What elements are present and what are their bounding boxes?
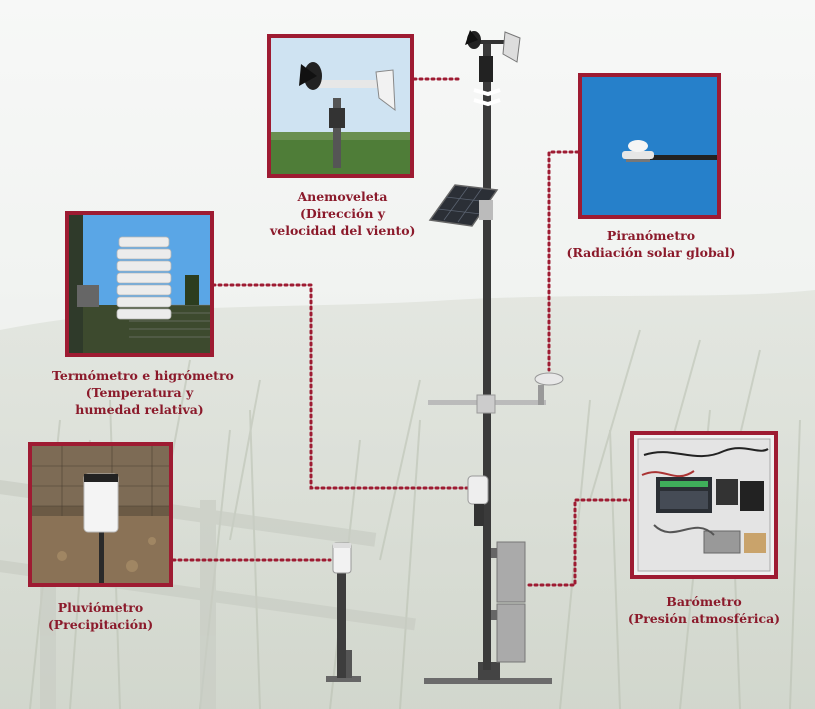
caption-line: (Precipitación) (28, 616, 173, 633)
pyranometer-photo-icon (582, 77, 717, 215)
caption-line: Pluviómetro (28, 599, 173, 616)
caption-line: (Temperatura y (52, 384, 227, 401)
caption-line: (Presión atmosférica) (617, 610, 791, 627)
caption-line: Barómetro (617, 593, 791, 610)
pluviometro-caption: Pluviómetro (Precipitación) (28, 599, 173, 633)
pluviometro-photo (28, 442, 173, 587)
rain-gauge-photo-icon (32, 446, 169, 583)
termometro-photo (65, 211, 214, 357)
caption-line: velocidad del viento) (270, 222, 415, 239)
radiation-shield-photo-icon (69, 215, 210, 353)
caption-line: (Dirección y (270, 205, 415, 222)
piranometro-photo (578, 73, 721, 219)
anemoveleta-photo (267, 34, 414, 178)
anemoveleta-caption: Anemoveleta (Dirección y velocidad del v… (270, 188, 415, 239)
datalogger-box-photo-icon (634, 435, 774, 575)
caption-line: Anemoveleta (270, 188, 415, 205)
termometro-caption: Termómetro e higrómetro (Temperatura y h… (52, 367, 227, 418)
caption-line: humedad relativa) (52, 401, 227, 418)
caption-line: Piranómetro (562, 227, 740, 244)
caption-line: (Radiación solar global) (562, 244, 740, 261)
caption-line: Termómetro e higrómetro (52, 367, 227, 384)
barometro-caption: Barómetro (Presión atmosférica) (617, 593, 791, 627)
piranometro-caption: Piranómetro (Radiación solar global) (562, 227, 740, 261)
barometro-photo (630, 431, 778, 579)
wind-vane-photo-icon (271, 38, 410, 174)
